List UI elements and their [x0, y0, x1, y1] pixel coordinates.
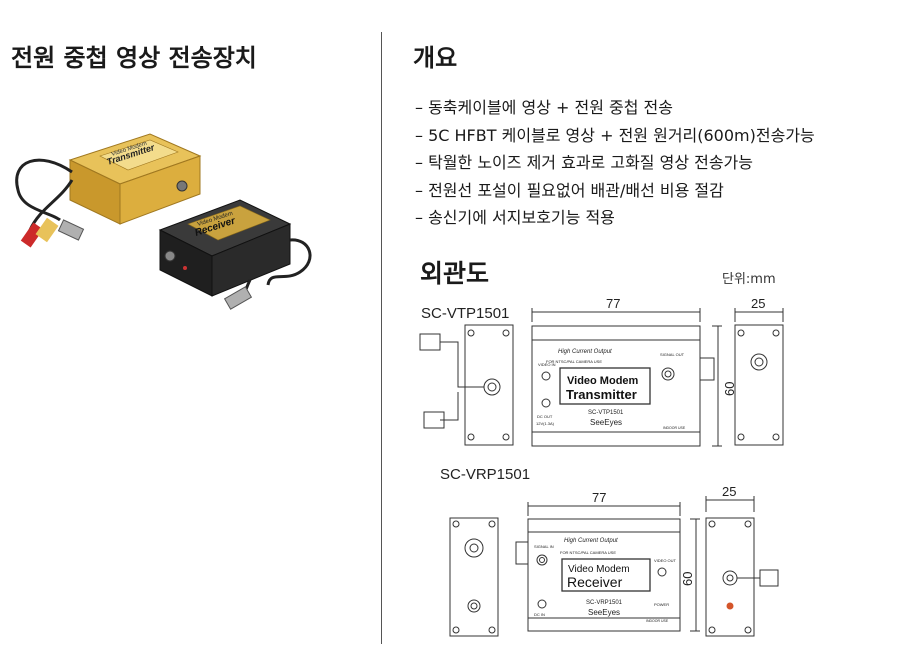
tx-dc-out-port	[541, 398, 551, 408]
rx-label-box	[561, 558, 651, 592]
tx-bnc-jack	[699, 357, 715, 381]
receiver-device: Video Modem Receiver	[158, 199, 292, 297]
bnc-connector	[57, 219, 85, 241]
tx-brand: SeeEyes	[590, 418, 622, 427]
tx-front-view	[531, 325, 701, 447]
tx-signal-out: SIGNAL OUT	[660, 352, 685, 357]
tx-part-no: SC-VTP1501	[588, 410, 624, 416]
feature-list: – 동축케이블에 영상 + 전원 중첩 전송 – 5C HFBT 케이블로 영상…	[415, 94, 815, 232]
feature-item: – 탁월한 노이즈 제거 효과로 고화질 영상 전송가능	[415, 153, 754, 172]
tx-indoor: INDOOR USE	[663, 426, 686, 430]
product-photo: Video Modem Transmitter Video Modem Rece…	[15, 133, 312, 310]
rx-label-line1: Video Modem	[568, 564, 630, 575]
rx-video-out: VIDEO OUT	[654, 558, 677, 563]
tx-dc-rating: 12V(1.3A)	[536, 421, 555, 426]
feature-item: – 송신기에 서지보호기능 적용	[415, 208, 615, 227]
rx-video-out-port	[657, 567, 667, 577]
rx-camera-use: FOR NTSC/PAL CAMERA USE	[560, 550, 616, 555]
rx-bnc-plug	[759, 569, 779, 587]
feature-item: – 전원선 포설이 필요없어 배관/배선 비용 절감	[415, 180, 724, 200]
tx-video-in: VIDEO IN	[538, 362, 556, 367]
tx-label-line1: Video Modem	[567, 375, 639, 387]
rx-front-view	[527, 518, 681, 632]
transmitter-model: SC-VTP1501	[421, 305, 510, 322]
rx-dc-in: DC IN	[534, 612, 545, 617]
rx-signal-in-port	[536, 554, 548, 566]
tx-dc-plug	[423, 411, 445, 429]
yellow-connector	[35, 217, 59, 243]
rx-dc-in-port	[537, 599, 547, 609]
receiver-model: SC-VRP1501	[440, 466, 531, 483]
tx-video-in-port	[541, 371, 551, 381]
rx-length-dim: 77	[592, 490, 606, 505]
receiver-bnc-connector	[223, 286, 253, 310]
tx-end-port	[483, 378, 501, 396]
tx-end-port-right	[754, 357, 764, 367]
rx-signal-in: SIGNAL IN	[534, 544, 554, 549]
rx-end-port-dc	[467, 599, 481, 613]
tx-camera-use: FOR NTSC/PAL CAMERA USE	[546, 359, 602, 364]
rx-power-led	[726, 602, 734, 610]
tx-signal-out-port	[661, 367, 675, 381]
tx-length-dim: 77	[606, 296, 620, 311]
tx-banner: High Current Output	[558, 349, 612, 355]
rx-indoor: INDOOR USE	[646, 619, 669, 623]
rx-power: POWER	[654, 602, 669, 607]
column-divider	[381, 32, 382, 644]
feature-item: – 동축케이블에 영상 + 전원 중첩 전송	[415, 98, 674, 117]
unit-label: 단위:mm	[722, 272, 776, 287]
page-title: 전원 중첩 영상 전송장치	[11, 44, 257, 72]
rx-banner: High Current Output	[564, 538, 618, 544]
transmitter-device: Video Modem Transmitter	[68, 133, 202, 225]
rx-end-panel-left	[449, 517, 499, 637]
overview-title: 개요	[413, 44, 458, 72]
tx-end-panel-right	[734, 324, 784, 446]
tx-dc-out: DC OUT	[537, 414, 553, 419]
rx-end-port-signal	[464, 538, 484, 558]
rx-end-panel-right	[705, 517, 755, 637]
tx-width-dim: 25	[751, 296, 765, 311]
tx-height-dim: 60	[722, 382, 737, 396]
rx-part-no: SC-VRP1501	[586, 600, 623, 606]
dimension-title: 외관도	[420, 259, 490, 288]
tx-label-line2: Transmitter	[566, 387, 637, 402]
transmitter-drawing: 77 25 60 High Current Output FOR NTSC/PA…	[419, 296, 784, 447]
rx-height-dim: 60	[680, 572, 695, 586]
receiver-drawing: 77 25 60 High Current Output FOR NTSC/PA…	[449, 484, 779, 637]
rx-label-line2: Receiver	[567, 574, 623, 590]
rx-brand: SeeEyes	[588, 608, 620, 617]
tx-bnc-plug	[419, 333, 441, 351]
rx-end-port-right	[726, 574, 734, 582]
tx-label-box	[559, 367, 651, 405]
rx-bnc-jack	[515, 541, 529, 565]
rx-width-dim: 25	[722, 484, 736, 499]
feature-item: – 5C HFBT 케이블로 영상 + 전원 원거리(600m)전송가능	[415, 125, 815, 145]
tx-end-panel-left	[464, 324, 514, 446]
red-connector	[20, 222, 44, 248]
